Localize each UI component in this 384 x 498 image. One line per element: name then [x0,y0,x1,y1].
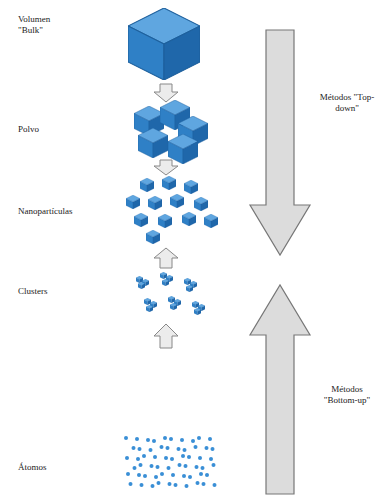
atom-dot [156,465,160,469]
atom-dot [201,466,205,470]
atom-dot [212,463,216,467]
powder-label: Polvo [18,124,88,135]
clusters-label: Clusters [18,286,88,297]
atom-dot [209,457,213,461]
clusters [136,272,205,315]
atom-dot [184,464,188,468]
atom-dot [142,454,146,458]
small-arrow [154,84,178,102]
atom-dot [187,455,191,459]
atom-dot [191,439,195,443]
atom-dot [138,447,142,451]
atom-dot [213,483,217,487]
atoms [124,436,217,488]
atom-dot [208,437,212,441]
atom-dot [182,474,186,478]
method-label: Métodos "Bottom-up" [316,384,378,406]
small-arrow [154,160,178,175]
atoms-label: Átomos [18,462,88,473]
atom-dot [153,455,157,459]
atom-dot [132,446,136,450]
nanoparticles-label: Nanopartículas [18,206,108,217]
atom-dot [151,484,155,488]
atom-dot [171,473,175,477]
atom-dot [166,446,170,450]
atom-dot [129,482,133,486]
nanoparticles [126,176,218,244]
atom-dot [152,439,156,443]
atom-dot [150,464,154,468]
atom-dot [146,438,150,442]
method-label: Métodos "Top-down" [316,92,378,114]
top-down-arrow [250,30,310,255]
atom-dot [177,447,181,451]
atom-dot [133,466,137,470]
small-arrow [154,324,178,348]
atom-dot [185,484,189,488]
atom-dot [181,454,185,458]
atom-dot [197,436,201,440]
atom-dot [126,472,130,476]
atom-dot [164,456,168,460]
atom-dot [140,483,144,487]
atom-dot [188,475,192,479]
atom-dot [199,472,203,476]
atom-dot [196,481,200,485]
atom-dot [154,475,158,479]
atom-dot [149,448,153,452]
atom-dot [211,447,215,451]
atom-dot [174,483,178,487]
atom-dot [205,473,209,477]
atom-dot [202,482,206,486]
atom-dot [160,472,164,476]
atom-dot [168,482,172,486]
atom-dot [167,466,171,470]
atom-dot [137,473,141,477]
atom-dot [135,437,139,441]
atom-dot [136,457,140,461]
atom-dot [139,463,143,467]
atom-dot [198,456,202,460]
atom-dot [124,436,128,440]
atom-dot [195,465,199,469]
atom-dot [169,437,173,441]
atom-dot [157,481,161,485]
atom-dot [205,446,209,450]
atom-dot [125,456,129,460]
bulk-label: Volumen "Bulk" [18,14,70,36]
atom-dot [143,474,147,478]
atom-dot [194,445,198,449]
atom-dot [163,436,167,440]
atom-dot [183,448,187,452]
atom-dot [170,457,174,461]
atom-dot [178,463,182,467]
bulk-cube [128,8,200,80]
bottom-up-arrow [250,285,310,494]
powder-cubes [134,100,208,164]
atom-dot [160,445,164,449]
small-arrow [154,248,178,268]
atom-dot [180,438,184,442]
